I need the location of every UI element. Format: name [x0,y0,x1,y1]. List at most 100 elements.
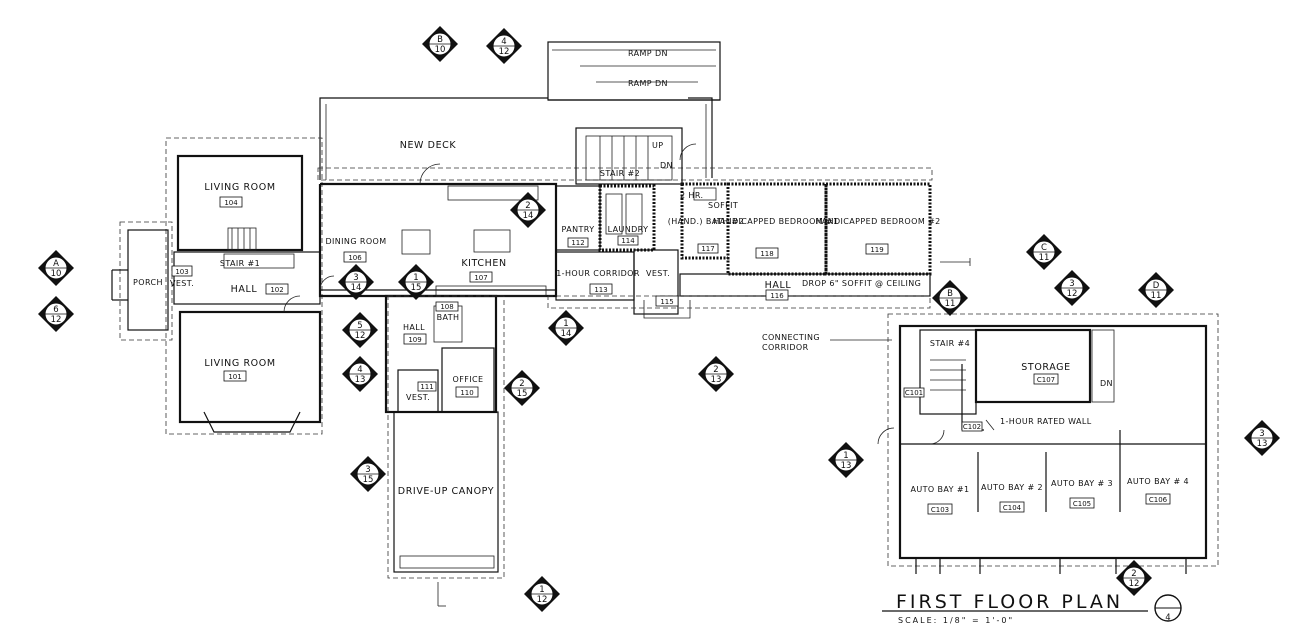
room-number: 101 [228,373,241,381]
room-name: 1-HOUR CORRIDOR [556,269,640,278]
room-name: DINING ROOM [325,237,386,246]
section-marker: B 11 [932,280,968,316]
stair-up-label: UP [652,141,663,150]
room-name: HALL [765,280,792,291]
stair-dn-label: DN [660,161,673,170]
section-marker-sheet: 11 [1039,253,1050,263]
section-marker-id: 2 [525,201,530,211]
section-marker: 3 14 [338,264,374,300]
room-number: C105 [1073,500,1091,508]
section-marker-id: 2 [519,379,524,389]
section-marker: 5 12 [342,312,378,348]
section-marker-sheet: 14 [523,211,534,221]
section-marker-id: 2 [1131,569,1136,579]
room-number: 110 [460,389,473,397]
soffit-label: SOFFIT [708,201,738,210]
section-marker: A 10 [38,250,74,286]
sheet-marker: 4 [1165,613,1170,623]
section-marker: 1 15 [398,264,434,300]
title-block: FIRST FLOOR PLAN SCALE: 1/8" = 1'-0" 4 [882,591,1182,625]
room-name: HALL [403,323,425,332]
room-name: VEST. [646,269,670,278]
section-marker-id: A [53,259,59,269]
rated-label: 2 HR. [680,191,703,200]
section-marker-sheet: 12 [537,595,548,605]
section-marker: 6 12 [38,296,74,332]
section-marker: 2 12 [1116,560,1152,596]
section-marker-id: D [1153,281,1160,291]
ramp-label-top: RAMP DN [628,49,668,58]
room-name: AUTO BAY # 4 [1127,477,1189,486]
section-marker-sheet: 13 [711,375,722,385]
section-marker: 4 13 [342,356,378,392]
section-marker-id: 1 [563,319,568,329]
section-marker: 3 15 [350,456,386,492]
section-marker-sheet: 15 [363,475,374,485]
section-marker-sheet: 13 [1257,439,1268,449]
section-marker-sheet: 13 [355,375,366,385]
rated-wall-label: 1-HOUR RATED WALL [1000,417,1092,426]
section-marker-sheet: 14 [561,329,572,339]
section-marker: 3 12 [1054,270,1090,306]
room-name: HALL [231,284,258,295]
room-labels: LIVING ROOM 104 LIVING ROOM 101 PORCH 10… [133,49,1189,515]
drawing-title: FIRST FLOOR PLAN [896,591,1123,613]
section-marker: 2 15 [504,370,540,406]
room-number: 106 [348,254,362,262]
section-markers: B 10 4 12 A 10 6 12 2 [38,26,1280,612]
section-marker-sheet: 15 [517,389,528,399]
section-marker-sheet: 12 [499,47,510,57]
room-number: 103 [175,268,188,276]
dn-label: DN [1100,379,1113,388]
room-name: STAIR #4 [930,339,970,348]
section-marker-id: 3 [1259,429,1264,439]
room-number: 107 [474,274,487,282]
c102-label: C102 [963,423,981,431]
section-marker-id: B [947,289,953,299]
section-marker-sheet: 12 [355,331,366,341]
room-name: BATH [437,313,460,322]
room-number: 111 [420,383,433,391]
connecting-corridor-label-2: CORRIDOR [762,343,809,352]
room-number: 117 [701,245,714,253]
section-marker-sheet: 12 [1129,579,1140,589]
section-marker: 4 12 [486,28,522,64]
room-number: 116 [770,292,784,300]
room-number: 109 [408,336,421,344]
section-marker-sheet: 11 [945,299,956,309]
section-marker-sheet: 12 [51,315,62,325]
building-walls [111,41,1219,607]
room-name: HANDICAPPED BEDROOM #1 [713,217,838,226]
room-number: 119 [870,246,883,254]
room-number: 112 [571,239,584,247]
section-marker-id: 4 [357,365,362,375]
room-number: C107 [1037,376,1055,384]
section-marker: 3 13 [1244,420,1280,456]
section-marker-id: 6 [53,305,58,315]
section-marker-id: 3 [1069,279,1074,289]
section-marker-id: 1 [413,273,418,283]
room-name: PANTRY [562,225,595,234]
connecting-corridor-label-1: CONNECTING [762,333,820,342]
room-number: 102 [270,286,283,294]
room-name: LIVING ROOM [204,182,275,193]
room-number: 113 [594,286,607,294]
room-name: STORAGE [1021,362,1070,373]
section-marker: 2 13 [698,356,734,392]
room-name: VEST. [170,279,194,288]
section-marker-sheet: 10 [435,45,446,55]
section-marker-sheet: 15 [411,283,422,293]
section-marker-id: 1 [843,451,848,461]
room-name: HANDICAPPED BEDROOM #2 [815,217,940,226]
section-marker-id: 1 [539,585,544,595]
section-marker: 1 13 [828,442,864,478]
drop-soffit-label: DROP 6" SOFFIT @ CEILING [802,279,921,288]
section-marker-id: C [1041,243,1047,253]
room-name: PORCH [133,278,163,287]
room-name: LIVING ROOM [204,358,275,369]
section-marker-id: 2 [713,365,718,375]
room-name: AUTO BAY #1 [910,485,969,494]
room-name: OFFICE [453,375,484,384]
drawing-scale: SCALE: 1/8" = 1'-0" [898,616,1014,625]
